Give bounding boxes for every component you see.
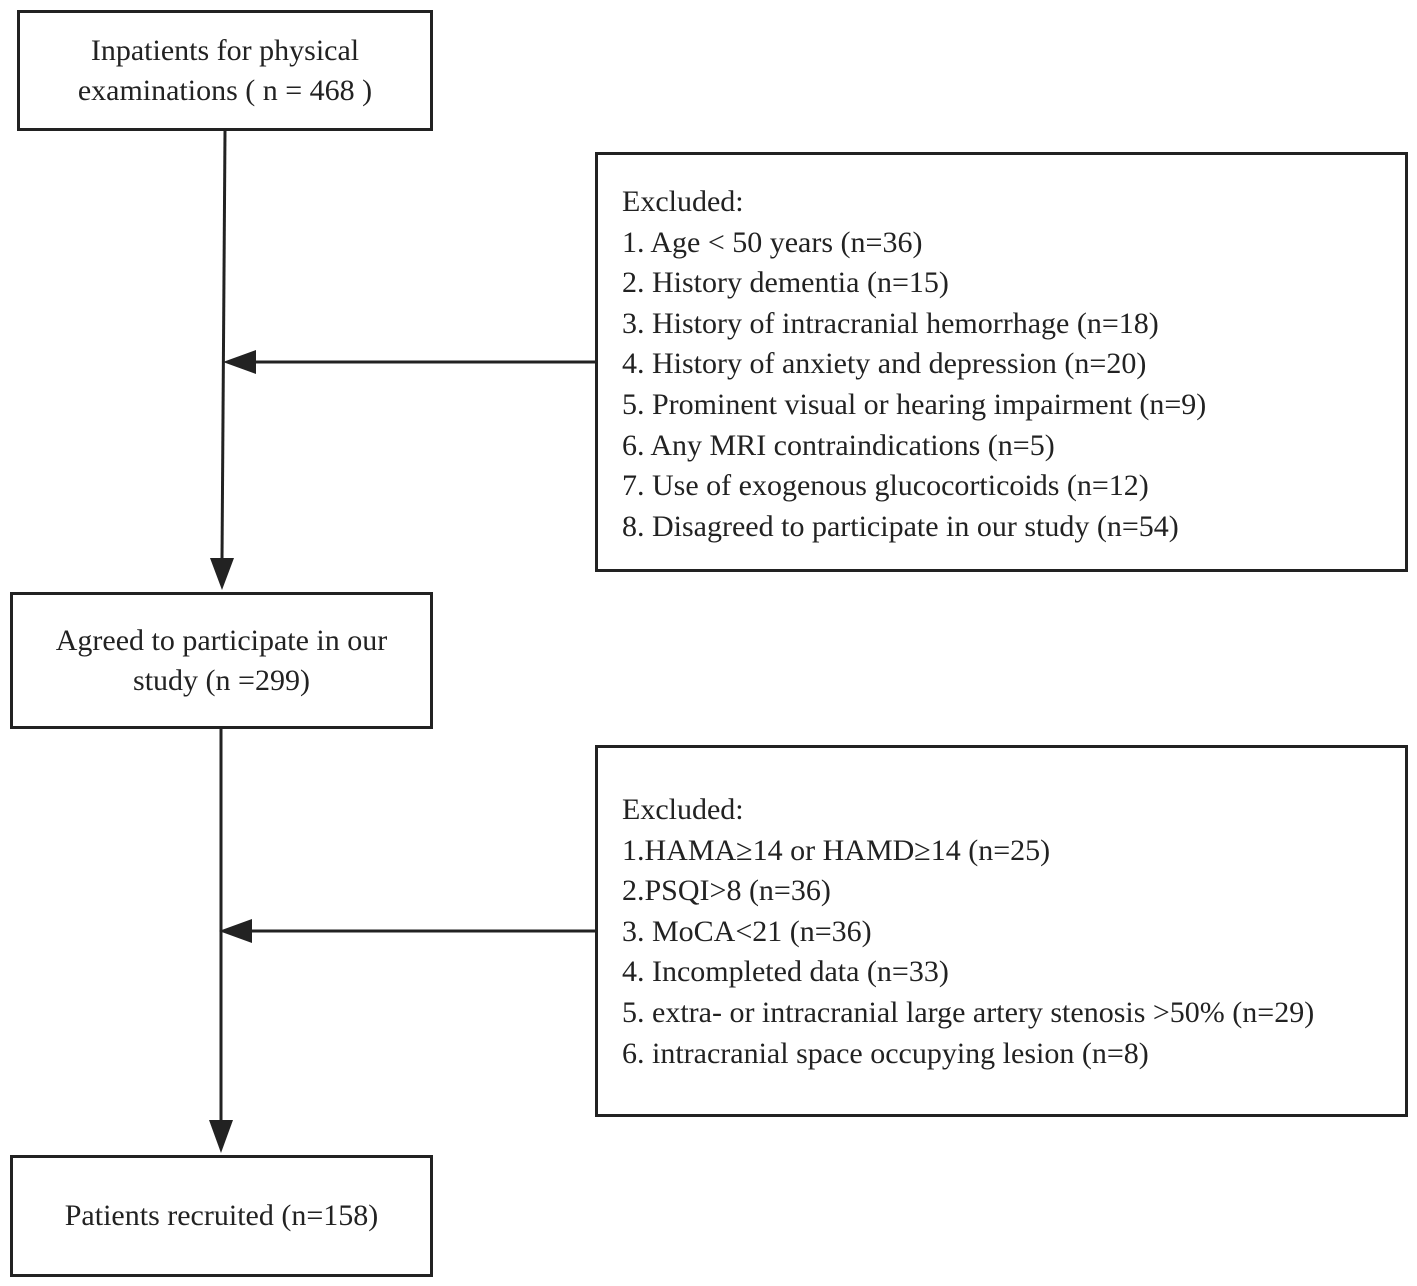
exclusion-item: 1.HAMA≥14 or HAMD≥14 (n=25) [622,833,1051,867]
inpatients-text: Inpatients for physical examinations ( n… [77,33,373,107]
arrowhead-left-2 [219,919,252,943]
exclusion-box-1: Excluded: 1. Age < 50 years (n=36) 2. Hi… [595,152,1408,572]
exclusion-item: 2. History dementia (n=15) [622,266,949,300]
exclusion-item: 3. History of intracranial hemorrhage (n… [622,306,1159,340]
main-flow-line-1 [220,130,227,561]
agreed-text: Agreed to participate in our study (n =2… [55,623,388,697]
exclusion-list-1: Excluded: 1. Age < 50 years (n=36) 2. Hi… [622,182,1206,547]
exclusion-item: 5. Prominent visual or hearing impairmen… [622,387,1207,421]
exclusion-item: 6. Any MRI contraindications (n=5) [622,428,1055,462]
agreed-box: Agreed to participate in our study (n =2… [10,592,433,729]
exclusion-item: 8. Disagreed to participate in our study… [622,509,1179,543]
exclusion-item: 6. intracranial space occupying lesion (… [622,1036,1149,1070]
exclusion-item: 4. Incompleted data (n=33) [622,955,949,989]
exclusion-heading: Excluded: [622,793,744,826]
recruited-text: Patients recruited (n=158) [64,1199,379,1232]
exclusion-list-2: Excluded: 1.HAMA≥14 or HAMD≥14 (n=25) 2.… [622,790,1314,1074]
exclusion-item: 3. MoCA<21 (n=36) [622,914,872,948]
exclusion-box-2: Excluded: 1.HAMA≥14 or HAMD≥14 (n=25) 2.… [595,745,1408,1117]
arrowhead-down-1 [210,558,234,590]
exclusion-item: 2.PSQI>8 (n=36) [622,874,831,908]
arrowhead-left-1 [223,350,256,374]
exclusion-item: 7. Use of exogenous glucocorticoids (n=1… [622,469,1149,503]
recruited-box: Patients recruited (n=158) [10,1155,433,1277]
exclusion-item: 5. extra- or intracranial large artery s… [622,995,1315,1029]
exclusion-item: 4. History of anxiety and depression (n=… [622,347,1147,381]
inpatients-box: Inpatients for physical examinations ( n… [17,10,433,131]
arrowhead-down-2 [209,1120,233,1153]
exclusion-heading: Excluded: [622,185,744,218]
exclusion-item: 1. Age < 50 years (n=36) [622,225,923,259]
